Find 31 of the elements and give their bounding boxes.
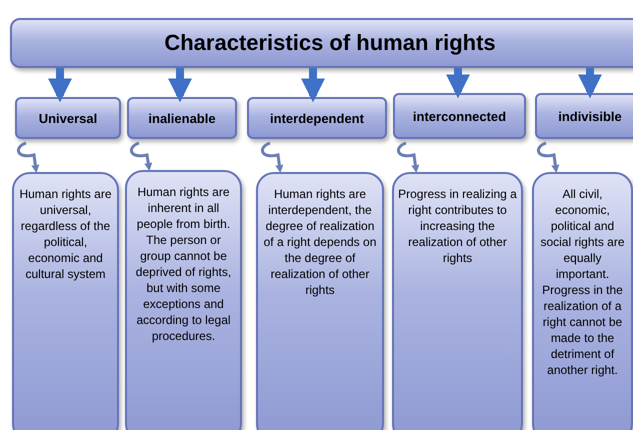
description-text: Human rights are inherent in all people from birth. The person or group cannot be deprived of rights, but with some exceptions and according to legal procedures. <box>134 184 232 344</box>
arrow <box>446 68 470 98</box>
arrow <box>578 68 602 98</box>
description-box <box>12 172 119 430</box>
category-box <box>393 93 526 139</box>
category-label: indivisible <box>558 108 622 124</box>
description-text: Human rights are universal, regardless of the political, economic and cultural system <box>18 186 113 282</box>
description-text: Progress in realizing a right contributes to increasing the realization of other rights <box>398 186 517 266</box>
category-label: interdependent <box>270 110 364 126</box>
arrow <box>168 68 192 102</box>
category-box <box>15 97 121 139</box>
arrow <box>48 68 72 102</box>
description-box <box>256 172 384 430</box>
arrow <box>17 142 40 173</box>
arrow <box>261 142 284 173</box>
category-box <box>247 97 387 139</box>
category-label: interconnected <box>412 108 506 124</box>
description-box <box>532 172 633 430</box>
description-text: All civil, economic, political and social rights are equally important. Progress in the realization of a right cannot be made to the detriment of another right. <box>539 186 626 378</box>
arrow <box>537 142 560 173</box>
title-text: Characteristics of human rights <box>164 30 496 56</box>
title-box <box>10 18 633 68</box>
description-text: Human rights are interdependent, the degree of realization of a right depends on the degree of realization of other rights <box>262 186 378 298</box>
arrow <box>397 142 420 173</box>
category-label: Universal <box>38 110 98 126</box>
description-box <box>392 172 523 430</box>
category-box <box>127 97 237 139</box>
category-label: inalienable <box>148 110 216 126</box>
category-box <box>535 93 633 139</box>
description-box <box>125 170 242 430</box>
arrow <box>301 68 325 102</box>
